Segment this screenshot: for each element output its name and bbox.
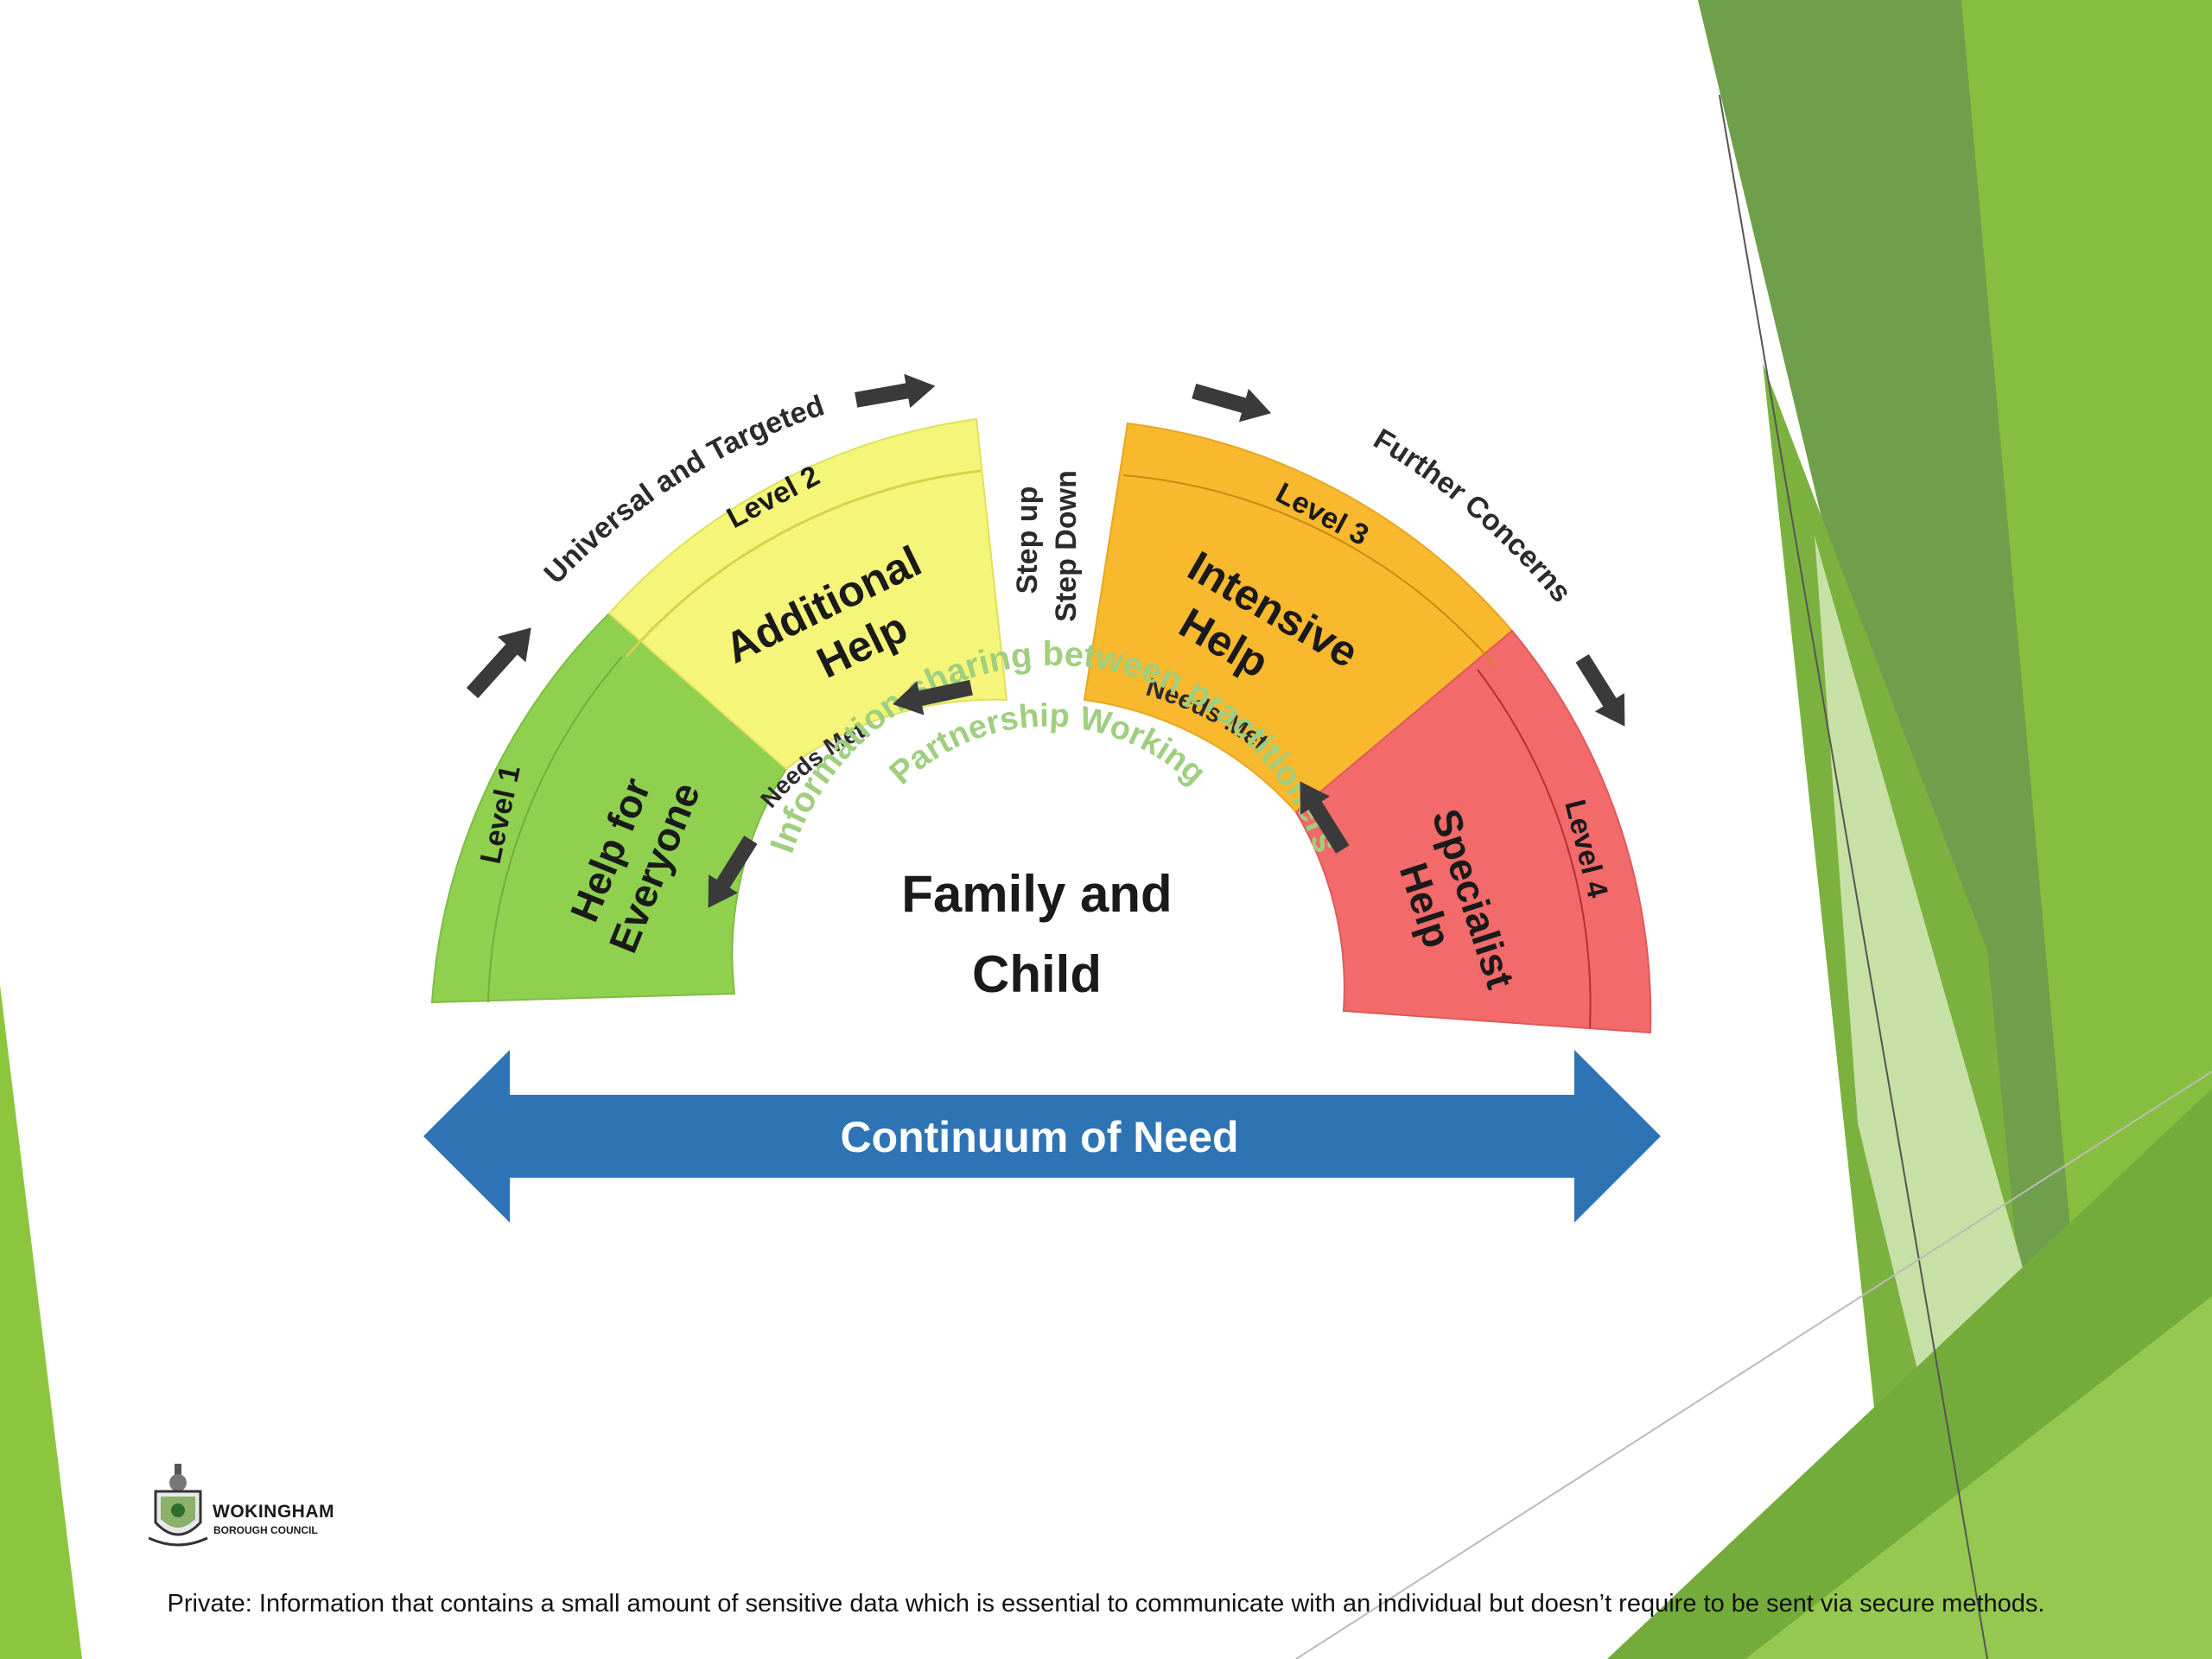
- logo-subtitle: BOROUGH COUNCIL: [213, 1524, 318, 1536]
- level-divider-3: [1122, 474, 1496, 666]
- crest-icon: [149, 1464, 208, 1547]
- continuum-arrow: [423, 1050, 1661, 1223]
- arrow-top-right: [1192, 383, 1272, 423]
- segment-level-4: [1294, 629, 1652, 1034]
- center-line1: Family and: [901, 865, 1172, 923]
- segment-level-2: [607, 417, 1008, 771]
- deco-green-left: [0, 985, 82, 1659]
- arrow-needs-met-left-upper: [893, 679, 973, 715]
- segment-level-3: [1083, 422, 1514, 814]
- arrow-top-left: [855, 373, 936, 409]
- level-divider-2: [625, 469, 982, 658]
- footer-classification-text: Private: Information that contains a sma…: [167, 1590, 2045, 1618]
- level-divider-4: [1477, 669, 1592, 1029]
- segment-level-1: [430, 612, 788, 1004]
- center-line2: Child: [972, 945, 1102, 1003]
- logo-name: WOKINGHAM: [213, 1502, 334, 1522]
- deco-line-1: [1719, 94, 1988, 1659]
- deco-green-bottom-light: [1745, 1296, 2212, 1659]
- level-divider-1: [487, 656, 623, 1003]
- arrow-needs-met-right: [1300, 781, 1350, 854]
- arrow-needs-met-left-lower: [708, 836, 758, 908]
- arrow-down-right: [1575, 654, 1625, 727]
- continuum-label: Continuum of Need: [840, 1113, 1238, 1161]
- step-up-label: Step up: [1011, 486, 1044, 594]
- deco-line-2: [1295, 1071, 2212, 1659]
- step-down-label: Step Down: [1050, 470, 1083, 622]
- arrow-up-left: [466, 627, 531, 699]
